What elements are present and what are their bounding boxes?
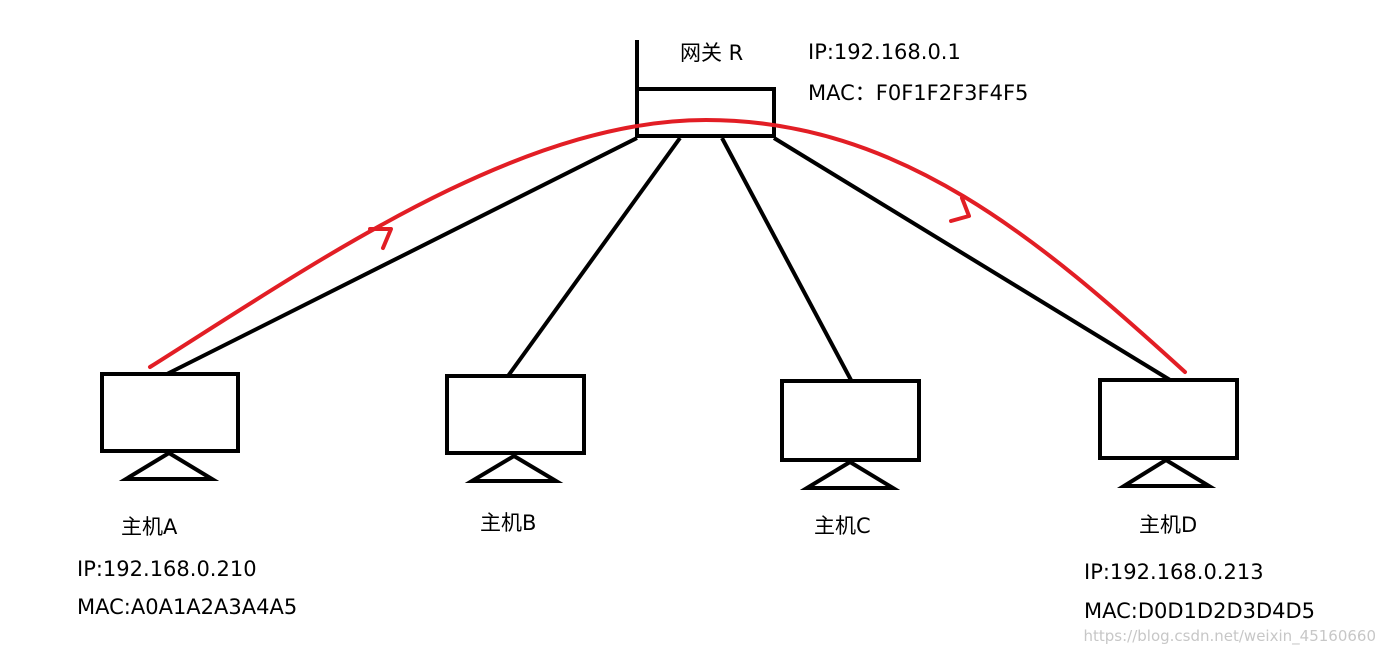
host-d-monitor — [1098, 378, 1239, 460]
host-c-stand — [799, 459, 901, 490]
host-a-mac: MAC:A0A1A2A3A4A5 — [77, 595, 297, 619]
traffic-arrow-down-right-icon — [949, 196, 971, 223]
host-c-monitor — [780, 379, 921, 462]
host-d-computer — [1098, 378, 1239, 488]
host-a-name: 主机A — [121, 515, 178, 539]
link-host-a — [162, 136, 638, 378]
host-b-computer — [445, 374, 586, 483]
host-c-computer — [780, 379, 921, 490]
host-d-ip: IP:192.168.0.213 — [1084, 560, 1264, 584]
host-d-name: 主机D — [1139, 513, 1197, 537]
traffic-arrow-right-icon — [368, 227, 393, 250]
host-b-stand — [464, 453, 564, 483]
link-host-c — [720, 137, 854, 383]
host-a-ip: IP:192.168.0.210 — [77, 557, 257, 581]
host-d-stand — [1116, 457, 1217, 488]
traffic-path-line — [148, 118, 1187, 374]
host-a-stand — [118, 450, 220, 481]
gateway-mac: MAC：F0F1F2F3F4F5 — [808, 81, 1028, 105]
link-host-b — [506, 136, 682, 378]
gateway-ip: IP:192.168.0.1 — [808, 40, 961, 64]
network-links — [162, 136, 1172, 383]
gateway-router — [635, 40, 776, 138]
gateway-name: 网关 R — [680, 41, 743, 65]
host-c-name: 主机C — [814, 514, 871, 538]
host-b-name: 主机B — [480, 511, 536, 535]
traffic-path — [148, 118, 1187, 374]
host-a-computer — [100, 372, 240, 481]
link-host-d — [772, 136, 1172, 382]
gateway-box — [635, 87, 776, 138]
host-b-monitor — [445, 374, 586, 455]
host-d-mac: MAC:D0D1D2D3D4D5 — [1084, 599, 1315, 623]
watermark: https://blog.csdn.net/weixin_45160660 — [1083, 627, 1376, 646]
host-a-monitor — [100, 372, 240, 453]
